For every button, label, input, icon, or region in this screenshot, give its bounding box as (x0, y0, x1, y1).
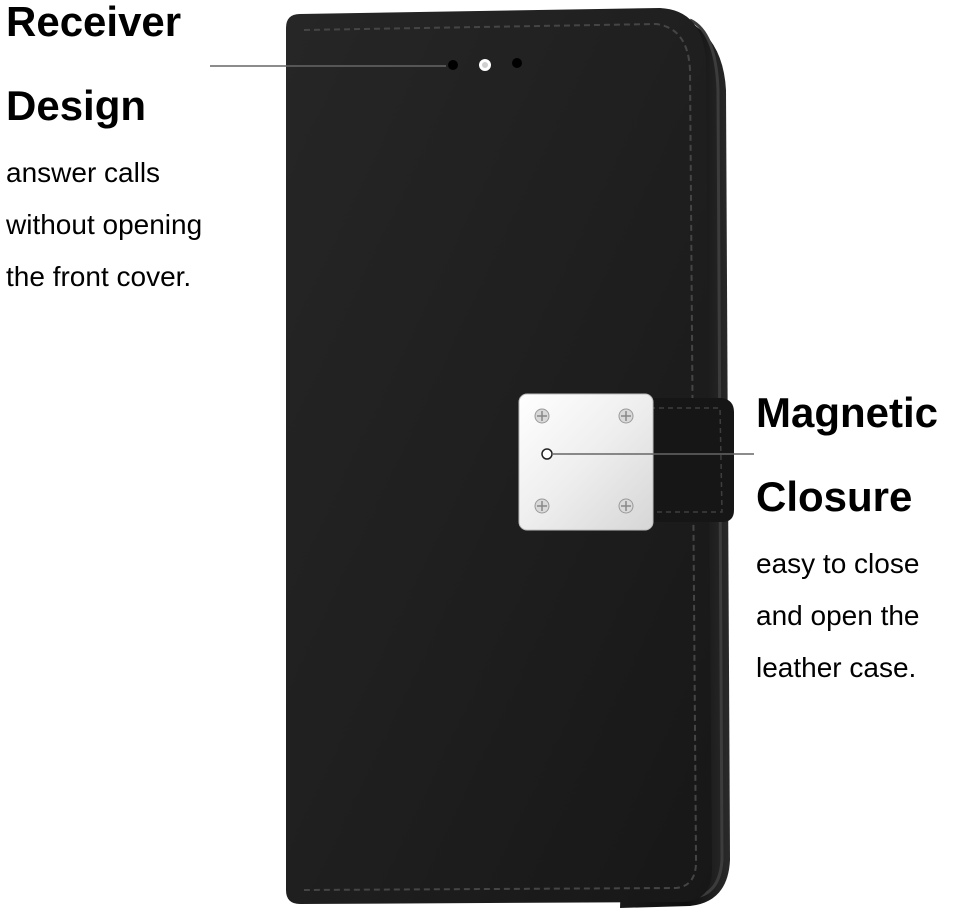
receiver-callout-title: Receiver Design (6, 0, 181, 148)
closure-strap (640, 398, 734, 522)
receiver-title-line-2: Design (6, 82, 147, 129)
closure-desc-line-1: easy to close (756, 548, 920, 579)
receiver-callout-description: answer calls without opening the front c… (6, 147, 202, 303)
closure-callout-description: easy to close and open the leather case. (756, 538, 920, 694)
front-cover (286, 8, 712, 904)
screw-icon (618, 498, 634, 514)
closure-title-line-2: Closure (756, 473, 913, 520)
magnetic-clasp-icon (518, 393, 654, 531)
closure-desc-line-2: and open the (756, 600, 920, 631)
receiver-holes-icon (448, 58, 522, 71)
screw-icon (534, 408, 550, 424)
case-inner-layer (689, 18, 724, 898)
receiver-title-line-1: Receiver (6, 0, 182, 45)
closure-desc-line-3: leather case. (756, 652, 917, 683)
receiver-desc-line-2: without opening (6, 209, 203, 240)
closure-callout-title: Magnetic Closure (756, 371, 938, 539)
cover-stitching (303, 22, 698, 891)
strap-stitching (650, 407, 723, 513)
screw-icon (534, 498, 550, 514)
screw-icon (618, 408, 634, 424)
receiver-desc-line-3: the front cover. (6, 261, 192, 292)
receiver-desc-line-1: answer calls (6, 157, 161, 188)
closure-title-line-1: Magnetic (756, 389, 939, 436)
